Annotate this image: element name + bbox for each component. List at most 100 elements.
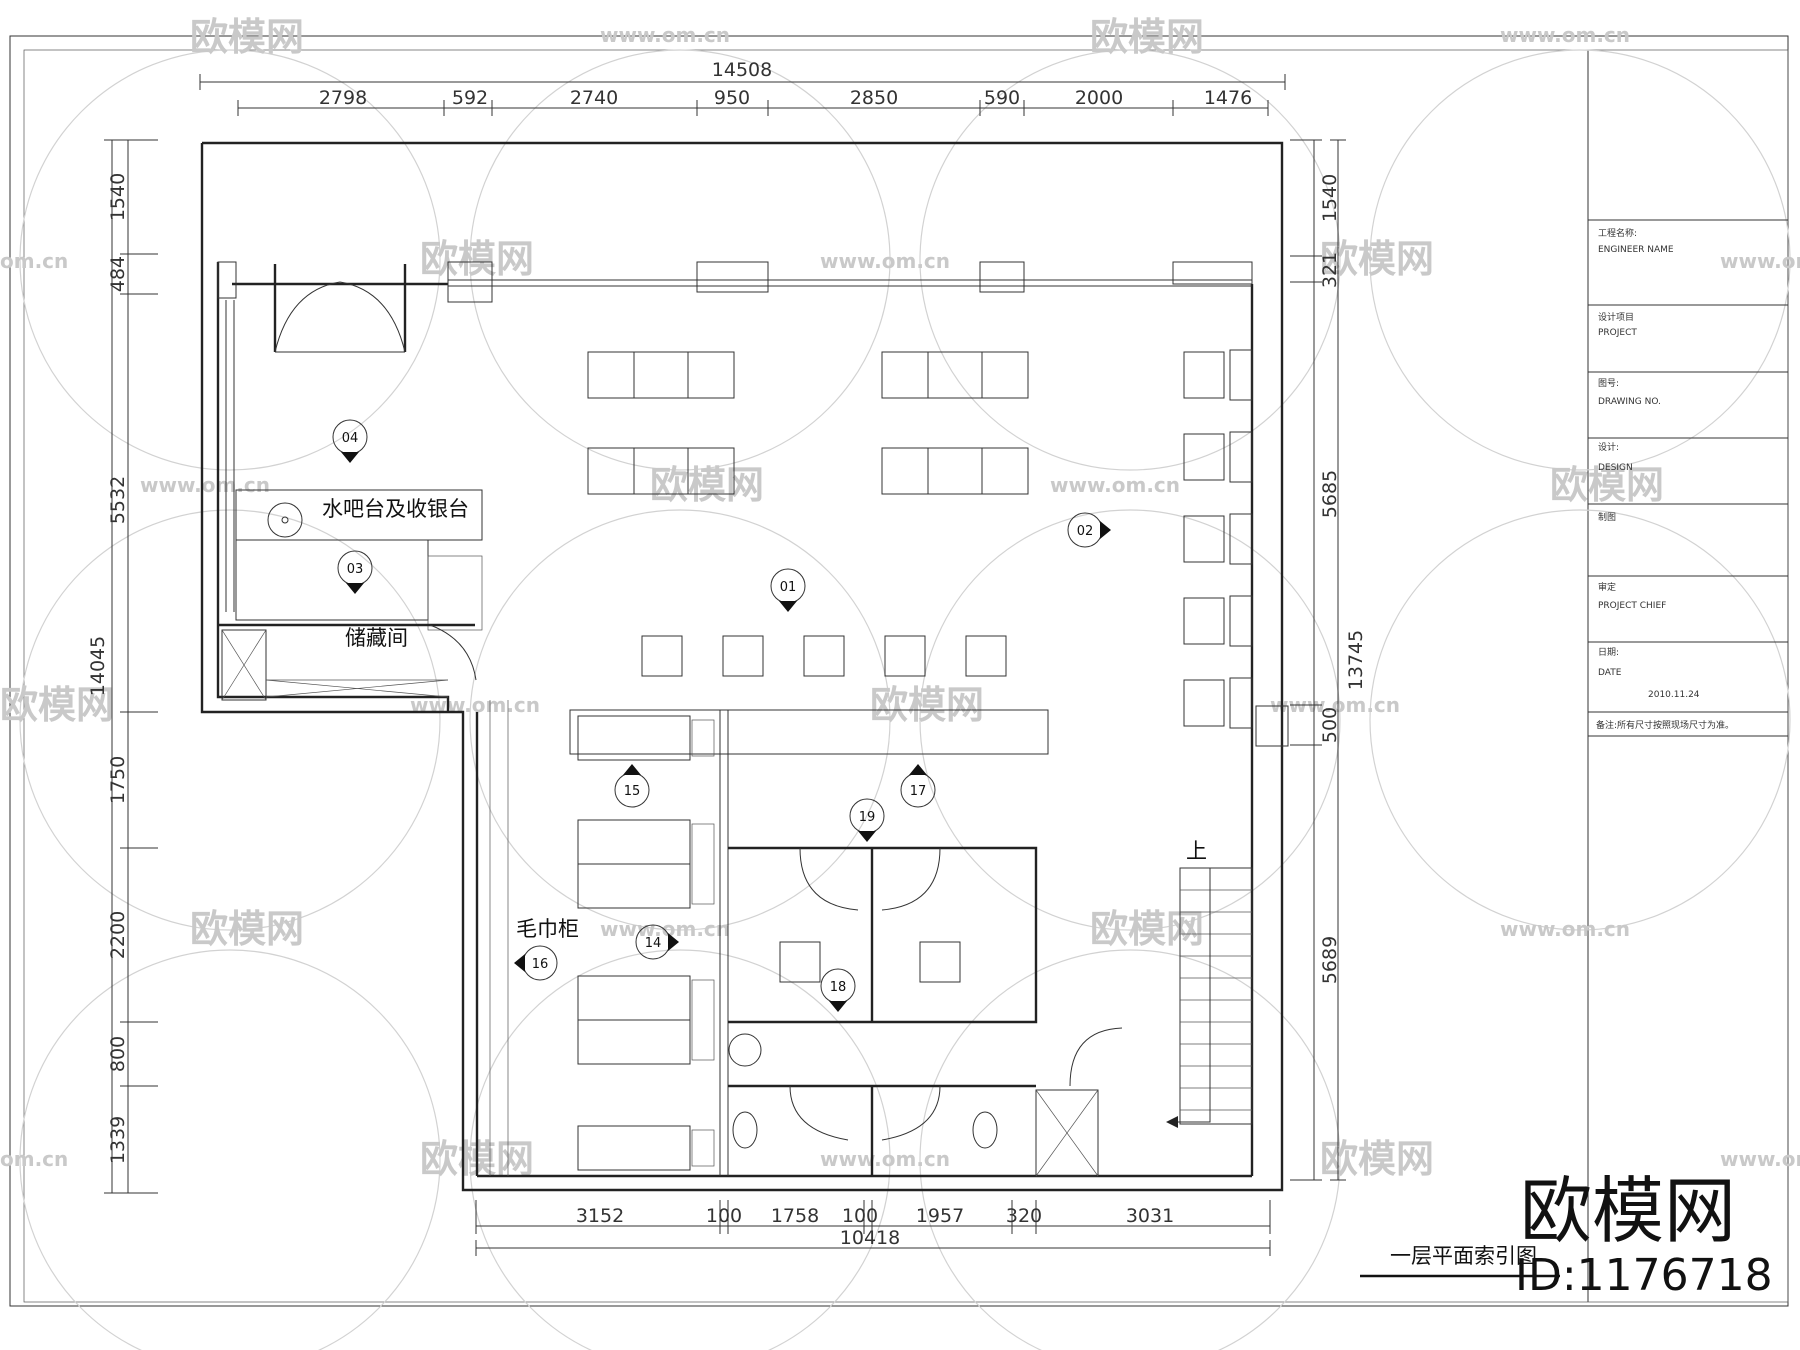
watermark-url-short: om.cn bbox=[0, 249, 68, 273]
chair bbox=[1183, 679, 1225, 727]
bottom-dimension-segment: 3152 bbox=[576, 1205, 624, 1227]
top-dimension-segment: 950 bbox=[714, 87, 750, 109]
marker-number: 01 bbox=[780, 580, 797, 595]
entry-door-swing bbox=[339, 281, 406, 353]
watermark-url: www.om.cn bbox=[600, 23, 730, 47]
stool bbox=[803, 635, 845, 677]
marker-number: 18 bbox=[830, 980, 847, 995]
marker-arrow bbox=[829, 1001, 847, 1012]
left-dimension-segment: 1339 bbox=[107, 1116, 129, 1164]
marker-arrow bbox=[858, 831, 876, 842]
stair-outline bbox=[1179, 867, 1253, 1125]
watermark-brand: 欧模网 bbox=[0, 683, 114, 727]
wall-table bbox=[1229, 349, 1253, 401]
entry-door-swing bbox=[274, 281, 341, 353]
bed bbox=[577, 863, 691, 909]
wall-table bbox=[1229, 431, 1253, 483]
tb-field-cn: 工程名称: bbox=[1598, 227, 1637, 239]
left-dimension-segment: 800 bbox=[107, 1036, 129, 1072]
bottom-dimension-segment: 100 bbox=[706, 1205, 742, 1227]
stair-cabinet-cross bbox=[1035, 1089, 1099, 1177]
watermark-brand: 欧模网 bbox=[870, 683, 984, 727]
storage-door-swing bbox=[429, 624, 477, 681]
watermark-circle bbox=[469, 949, 891, 1350]
tb-field-cn: 图号: bbox=[1598, 378, 1619, 389]
marker-arrow bbox=[346, 583, 364, 594]
tb-date-value: 2010.11.24 bbox=[1648, 690, 1700, 700]
watermark-brand: 欧模网 bbox=[650, 463, 764, 507]
marker-arrow bbox=[341, 452, 359, 463]
watermark-url: www.om.cn bbox=[1050, 473, 1180, 497]
column bbox=[696, 261, 769, 293]
right-dimensions: 13745 1540 321 5685 500 5689 bbox=[1290, 139, 1367, 1181]
watermark-circle bbox=[1369, 509, 1791, 931]
chair bbox=[587, 351, 635, 399]
tb-field-en: DATE bbox=[1598, 668, 1622, 678]
toilet bbox=[972, 1111, 998, 1149]
top-dimension-segment: 592 bbox=[452, 87, 488, 109]
right-dimension-segment: 5685 bbox=[1319, 470, 1341, 518]
bar-side-cabinet bbox=[427, 555, 483, 631]
table-group bbox=[881, 351, 1029, 399]
stair: 上 bbox=[1035, 839, 1253, 1177]
left-dimensions: 14045 1540 484 5532 1750 2200 800 1339 bbox=[87, 139, 158, 1194]
watermark-url: www.om.cn bbox=[1500, 917, 1630, 941]
watermark-brand: 欧模网 bbox=[190, 15, 304, 59]
bar-counter: 水吧台及收银台 bbox=[235, 489, 483, 631]
stool bbox=[965, 635, 1007, 677]
left-dimension-segment: 2200 bbox=[107, 911, 129, 959]
chair bbox=[881, 351, 929, 399]
stair-door bbox=[1069, 1027, 1123, 1087]
walls bbox=[200, 141, 1284, 1192]
chair bbox=[1183, 597, 1225, 645]
stool bbox=[641, 635, 683, 677]
wall-table bbox=[1229, 677, 1253, 729]
left-dimension-segment: 1540 bbox=[107, 173, 129, 221]
inner-frame bbox=[23, 49, 1789, 1303]
shelf-cross bbox=[265, 679, 449, 698]
long-counter bbox=[569, 709, 1049, 755]
private-room-door bbox=[799, 847, 859, 911]
storage-label: 储藏间 bbox=[345, 626, 408, 650]
sheet-frame bbox=[9, 35, 1789, 1307]
bottom-dimension-segment: 100 bbox=[842, 1205, 878, 1227]
marker-number: 16 bbox=[532, 957, 549, 972]
marker-arrow bbox=[1100, 521, 1111, 539]
left-dimension-segment: 484 bbox=[107, 256, 129, 292]
sink-drain bbox=[281, 516, 289, 524]
table bbox=[927, 447, 983, 495]
watermark-url: www.om.cn bbox=[600, 917, 730, 941]
chair bbox=[881, 447, 929, 495]
table-group bbox=[587, 447, 735, 495]
chair bbox=[1183, 351, 1225, 399]
tb-note: 备注:所有尺寸按照现场尺寸为准。 bbox=[1596, 719, 1734, 731]
tb-field-en: PROJECT CHIEF bbox=[1598, 601, 1666, 611]
towel-cabinet-label: 毛巾柜 bbox=[516, 917, 579, 941]
left-dimension-segment: 1750 bbox=[107, 756, 129, 804]
table-group bbox=[881, 447, 1029, 495]
watermark-circle bbox=[919, 509, 1341, 931]
watermark-url-short: om.cn bbox=[0, 1147, 68, 1171]
watermark-circle bbox=[469, 509, 891, 931]
watermark-circle bbox=[19, 49, 441, 471]
restroom-door bbox=[789, 1085, 849, 1141]
chair bbox=[687, 447, 735, 495]
stool bbox=[884, 635, 926, 677]
bottom-dimension-segment: 1957 bbox=[916, 1205, 964, 1227]
watermarks: 欧模网 欧模网 www.om.cn www.om.cn om.cn 欧模网 ww… bbox=[0, 15, 1800, 1181]
storage-room: 储藏间 bbox=[218, 623, 477, 701]
watermark-brand: 欧模网 bbox=[1550, 463, 1664, 507]
watermark-brand: 欧模网 bbox=[1090, 907, 1204, 951]
watermark-brand: 欧模网 bbox=[1320, 237, 1434, 281]
tb-field-en: DRAWING NO. bbox=[1598, 397, 1661, 407]
bed bbox=[577, 1125, 691, 1171]
watermark-url: www.om.cn bbox=[140, 473, 270, 497]
marker-number: 03 bbox=[347, 562, 364, 577]
watermark-circle bbox=[469, 49, 891, 471]
watermark-url: www.om.cn bbox=[1720, 249, 1800, 273]
watermark-circle bbox=[919, 949, 1341, 1350]
bed-side-table bbox=[691, 1129, 715, 1167]
top-dimension-segment: 1476 bbox=[1204, 87, 1252, 109]
table bbox=[633, 351, 689, 399]
